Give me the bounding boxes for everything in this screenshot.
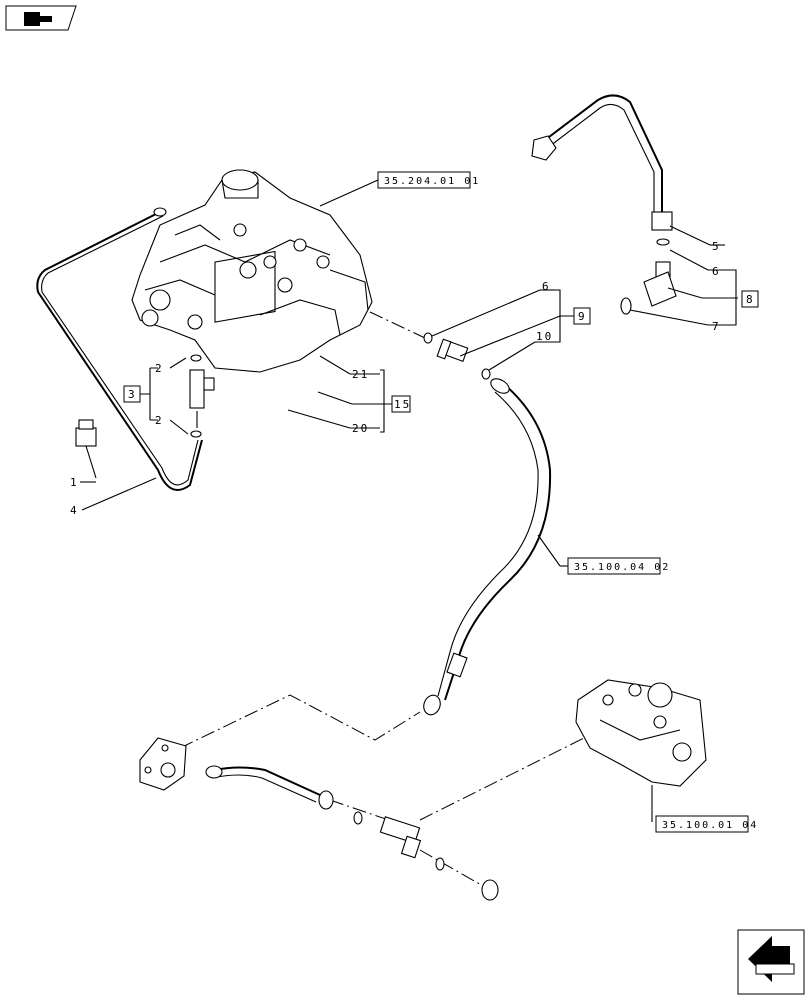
callout-10: 10 (536, 330, 553, 343)
hydraulic-hose (423, 378, 552, 716)
cap-fitting (481, 879, 499, 901)
elbow-fitting (620, 261, 677, 315)
o-ring-lower-2 (435, 857, 445, 871)
book-nav-icon[interactable] (5, 5, 77, 31)
hydraulic-line-left (36, 207, 203, 491)
reference-box-pump-valve[interactable]: 35.100.01 04 (655, 815, 758, 833)
group-box-8[interactable]: 8 (741, 290, 759, 308)
group-box-9[interactable]: 9 (573, 307, 591, 325)
callout-5: 5 (712, 240, 721, 253)
pump-valve-block (575, 679, 707, 787)
group-box-15[interactable]: 15 (391, 395, 411, 413)
steel-tube-top-right (531, 94, 673, 246)
reference-label-control-valve: 35.204.01 01 (384, 176, 480, 187)
group-label-15: 15 (394, 398, 411, 411)
callout-6-left: 6 (542, 280, 551, 293)
lower-tee-fitting (379, 816, 422, 859)
flange-fitting (139, 737, 187, 791)
callout-20: 20 (352, 422, 369, 435)
group-label-8: 8 (746, 293, 755, 306)
o-ring-lower-1 (353, 811, 363, 825)
adapter-fitting (423, 332, 491, 380)
reference-box-hose[interactable]: 35.100.04 02 (567, 557, 670, 575)
callout-7: 7 (712, 320, 721, 333)
callout-6-right: 6 (712, 265, 721, 278)
callout-4: 4 (70, 504, 79, 517)
short-hose (205, 765, 334, 810)
callout-2-lower: 2 (155, 414, 164, 427)
tee-fitting (189, 354, 215, 438)
callout-2-upper: 2 (155, 362, 164, 375)
reference-label-hose: 35.100.04 02 (574, 562, 670, 573)
next-page-arrow-icon[interactable] (737, 929, 805, 995)
group-label-9: 9 (578, 310, 587, 323)
callout-21: 21 (352, 368, 369, 381)
reference-box-control-valve[interactable]: 35.204.01 01 (377, 171, 480, 189)
fitting-1 (75, 419, 97, 479)
group-label-3: 3 (128, 388, 137, 401)
reference-label-pump-valve: 35.100.01 04 (662, 820, 758, 831)
control-valve-block (131, 169, 373, 373)
callout-1: 1 (70, 476, 79, 489)
group-box-3[interactable]: 3 (123, 385, 141, 403)
